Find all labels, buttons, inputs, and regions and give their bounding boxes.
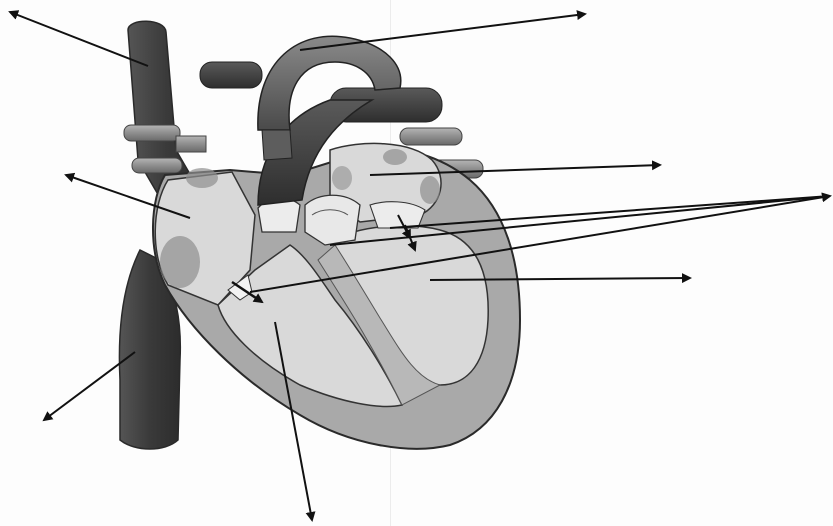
aortic-valve (305, 195, 360, 245)
mitral-valve (370, 202, 425, 228)
pointer-aorta (300, 14, 585, 50)
pointer-superior-vena-cava (10, 12, 148, 66)
